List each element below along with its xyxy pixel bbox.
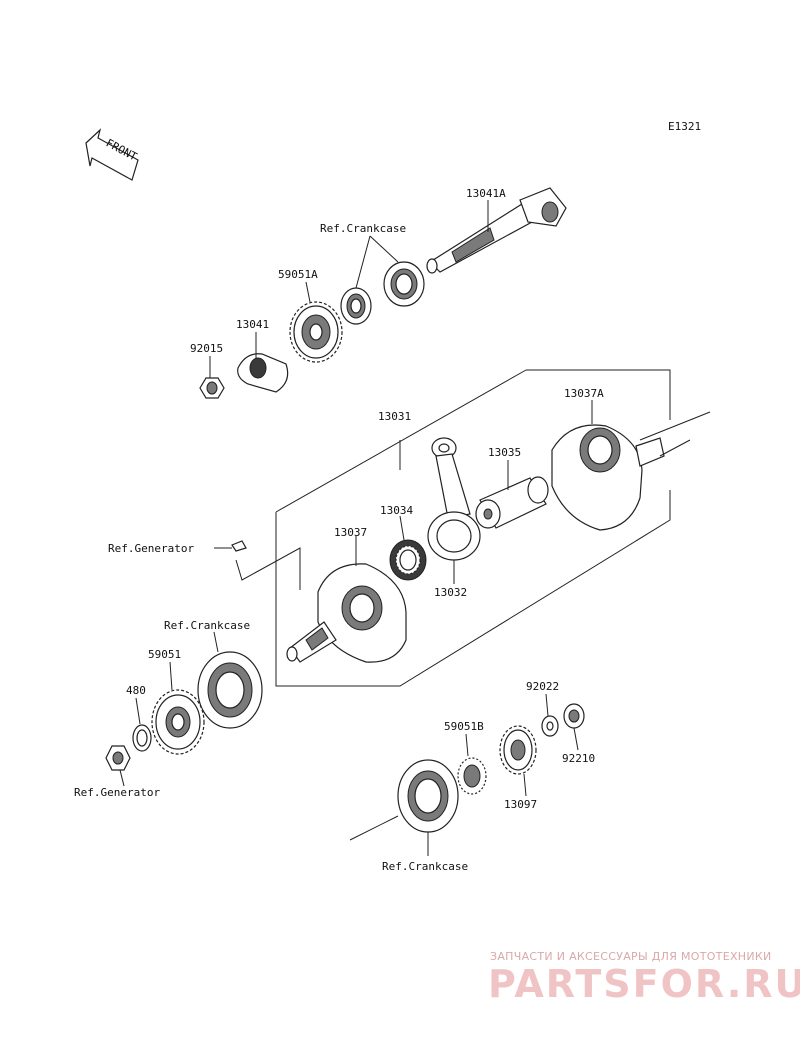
label-13097: 13097 bbox=[504, 798, 537, 811]
label-92022: 92022 bbox=[526, 680, 559, 693]
bearing-lower-right bbox=[397, 759, 459, 833]
label-13041: 13041 bbox=[236, 318, 269, 331]
label-13037a: 13037A bbox=[564, 387, 604, 400]
label-ref-generator-upper: Ref.Generator bbox=[108, 542, 194, 555]
bearing-top-left bbox=[340, 287, 372, 325]
label-ref-crankcase-bottom: Ref.Crankcase bbox=[382, 860, 468, 873]
washer-92022 bbox=[541, 715, 559, 737]
label-ref-crankcase-top: Ref.Crankcase bbox=[320, 222, 406, 235]
label-13041a: 13041A bbox=[466, 187, 506, 200]
bearing-top-right bbox=[383, 261, 425, 307]
label-13031: 13031 bbox=[378, 410, 411, 423]
front-arrow-icon: FRONT bbox=[85, 128, 139, 181]
balancer-weight-13041 bbox=[237, 353, 289, 393]
label-13034: 13034 bbox=[380, 504, 413, 517]
gear-59051 bbox=[151, 689, 205, 755]
crank-half-13037a bbox=[551, 411, 711, 531]
collar-92210 bbox=[563, 703, 585, 729]
needle-bearing-13034 bbox=[389, 539, 427, 581]
label-ref-crankcase-left: Ref.Crankcase bbox=[164, 619, 250, 632]
crank-pin-13035 bbox=[475, 476, 549, 529]
label-59051b: 59051B bbox=[444, 720, 484, 733]
connecting-rod-13032 bbox=[427, 437, 481, 561]
nut-generator bbox=[105, 745, 131, 771]
gear-59051a bbox=[289, 301, 343, 363]
label-59051a: 59051A bbox=[278, 268, 318, 281]
label-13035: 13035 bbox=[488, 446, 521, 459]
balancer-shaft-13041a bbox=[426, 187, 567, 274]
watermark-brand: PARTSFOR.RU bbox=[488, 962, 800, 1006]
nut-92015 bbox=[199, 377, 225, 399]
label-92015: 92015 bbox=[190, 342, 223, 355]
label-480: 480 bbox=[126, 684, 146, 697]
gear-13097 bbox=[499, 725, 537, 775]
gear-59051b bbox=[457, 757, 487, 795]
label-92210: 92210 bbox=[562, 752, 595, 765]
label-59051: 59051 bbox=[148, 648, 181, 661]
bearing-lower-left bbox=[197, 651, 263, 729]
crank-half-13037 bbox=[286, 563, 407, 663]
watermark-tagline: ЗАПЧАСТИ И АКСЕССУАРЫ ДЛЯ МОТОТЕХНИКИ bbox=[490, 950, 772, 963]
circlip-480 bbox=[132, 724, 152, 752]
label-13032: 13032 bbox=[434, 586, 467, 599]
label-13037: 13037 bbox=[334, 526, 367, 539]
assembly-bracket bbox=[526, 369, 671, 420]
label-ref-generator-lower: Ref.Generator bbox=[74, 786, 160, 799]
diagram-code: E1321 bbox=[668, 120, 701, 133]
